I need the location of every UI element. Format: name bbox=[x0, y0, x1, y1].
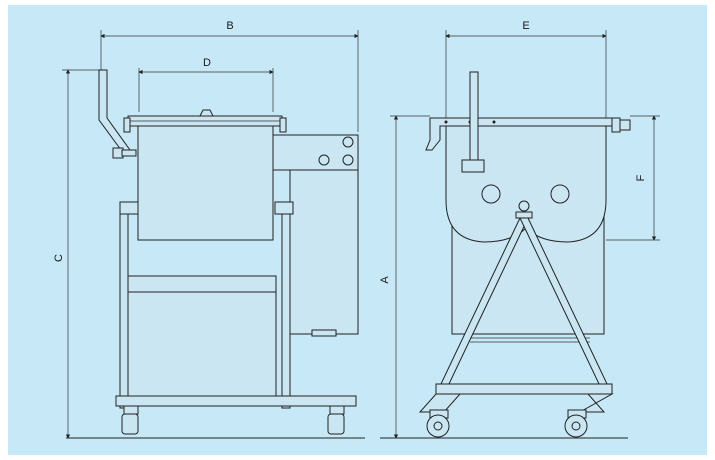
dimension-f: F bbox=[606, 115, 660, 241]
control-knob bbox=[342, 136, 354, 148]
dimension-b: B bbox=[100, 20, 359, 132]
dimension-label-a: A bbox=[379, 276, 391, 284]
side-tub bbox=[127, 291, 277, 397]
dimension-d: D bbox=[138, 57, 274, 112]
front-view: E A F bbox=[379, 20, 660, 439]
side-bowl bbox=[137, 125, 274, 241]
dimension-e: E bbox=[445, 20, 607, 122]
dimension-label-f: F bbox=[635, 174, 647, 181]
motor-housing-body bbox=[289, 169, 359, 335]
dimension-label-d: D bbox=[203, 57, 211, 69]
dimension-c: C bbox=[53, 69, 100, 439]
front-caster-left bbox=[426, 409, 450, 438]
front-caster-right bbox=[564, 409, 588, 438]
dimension-a: A bbox=[379, 115, 430, 439]
side-frame-rail bbox=[127, 275, 277, 293]
a-frame-crossbar bbox=[435, 383, 613, 395]
front-bowl-port-right bbox=[550, 184, 570, 204]
control-knob bbox=[318, 154, 330, 166]
front-arm-knob bbox=[619, 119, 631, 131]
front-pivot-knob bbox=[518, 200, 530, 212]
side-caster-left bbox=[121, 405, 139, 435]
dimension-label-b: B bbox=[226, 20, 233, 32]
side-base-rail bbox=[115, 395, 357, 407]
side-caster-right bbox=[327, 405, 345, 435]
control-knob bbox=[342, 154, 354, 166]
front-bowl-port-left bbox=[481, 184, 501, 204]
side-frame-leg-right bbox=[281, 213, 291, 409]
lid-knob bbox=[199, 109, 214, 117]
dimension-label-e: E bbox=[522, 20, 529, 32]
side-view: B D C bbox=[53, 20, 365, 439]
side-frame-leg-left bbox=[119, 213, 129, 409]
dimension-label-c: C bbox=[53, 254, 65, 262]
front-handle bbox=[469, 71, 479, 163]
